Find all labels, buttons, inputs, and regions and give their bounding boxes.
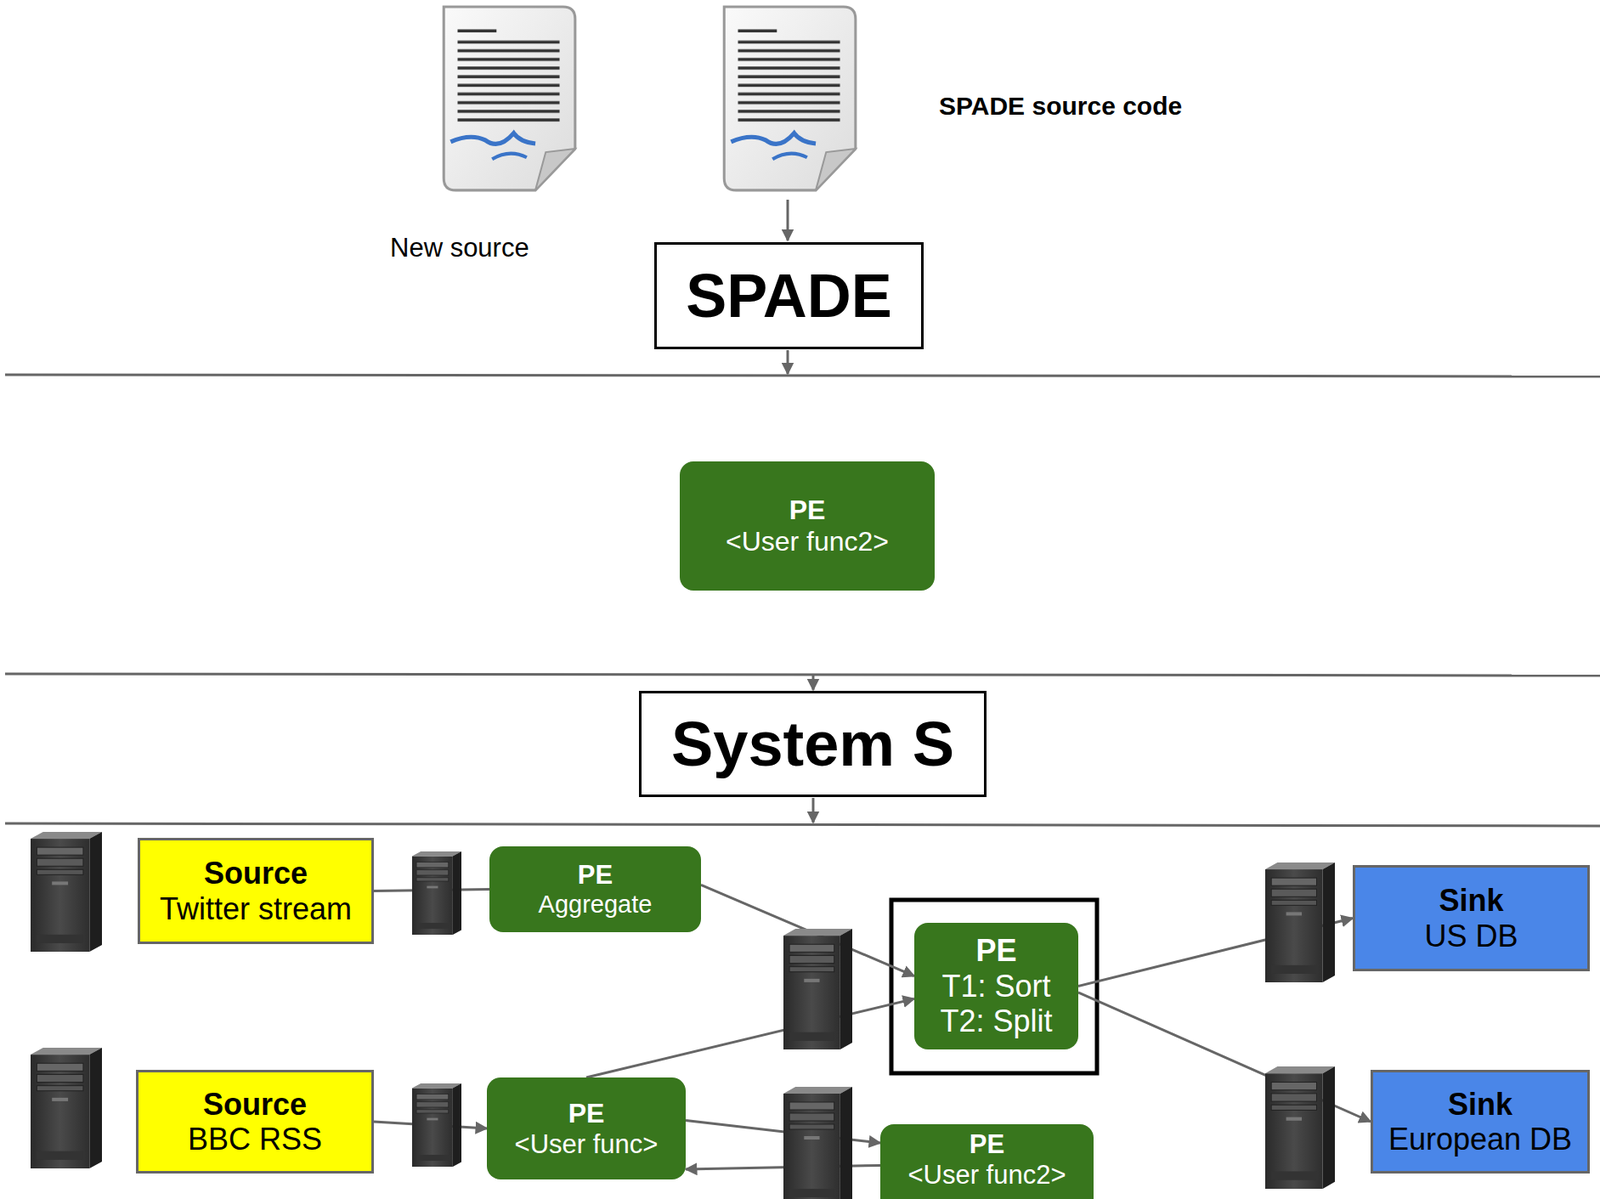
server-icon: [783, 1086, 853, 1199]
node-text: System S: [671, 707, 955, 781]
node-heading: PE: [789, 494, 826, 526]
flow-arrow: [812, 675, 815, 690]
flow-arrow: [812, 797, 815, 823]
source-box: SourceBBC RSS: [135, 1069, 374, 1174]
node-heading: Source: [203, 855, 308, 891]
server-icon: [412, 851, 462, 935]
node-heading: PE: [568, 1097, 605, 1130]
processing-element: PE<User func2>: [880, 1124, 1094, 1199]
node-text: US DB: [1424, 918, 1518, 954]
server-icon: [1265, 1066, 1335, 1189]
system-box: System S: [638, 690, 987, 798]
divider-line: [5, 374, 1600, 377]
node-text: <User func2>: [907, 1159, 1066, 1191]
highlight-frame: [891, 899, 1097, 1074]
sink-box: SinkEuropean DB: [1370, 1069, 1590, 1174]
node-heading: Sink: [1438, 882, 1504, 918]
node-text: T2: Split: [939, 1003, 1052, 1039]
processing-element: PE<User func2>: [679, 461, 935, 591]
node-heading: PE: [969, 1129, 1005, 1160]
system-box: SPADE: [654, 242, 924, 350]
processing-element: PET1: SortT2: Split: [914, 922, 1079, 1050]
node-text: Aggregate: [538, 890, 653, 919]
node-text: T1: Sort: [941, 968, 1051, 1004]
node-heading: Sink: [1447, 1086, 1513, 1122]
stream-connector: [586, 998, 915, 1078]
node-heading: PE: [577, 859, 613, 891]
node-text: <User func>: [514, 1129, 659, 1160]
divider-line: [5, 823, 1600, 826]
sink-box: SinkUS DB: [1352, 865, 1590, 972]
server-icon: [412, 1083, 462, 1167]
flow-arrow: [786, 199, 790, 241]
node-heading: Source: [203, 1086, 307, 1122]
processing-element: PE<User func>: [486, 1077, 686, 1180]
caption-label: SPADE source code: [938, 91, 1182, 121]
source-box: SourceTwitter stream: [137, 837, 374, 945]
node-text: SPADE: [685, 260, 893, 332]
caption-label: New source: [390, 232, 530, 264]
server-icon: [783, 928, 853, 1050]
node-text: <User func2>: [725, 525, 889, 558]
server-icon: [30, 1047, 102, 1169]
node-heading: PE: [975, 932, 1017, 968]
processing-element: PEAggregate: [489, 846, 702, 933]
server-icon: [30, 831, 102, 952]
node-text: Twitter stream: [159, 891, 352, 927]
divider-line: [5, 673, 1600, 676]
server-icon: [1265, 862, 1335, 983]
document-icon: [723, 6, 856, 191]
node-text: European DB: [1388, 1121, 1572, 1157]
node-text: BBC RSS: [187, 1121, 323, 1157]
flow-arrow: [786, 350, 790, 374]
document-icon: [443, 6, 576, 191]
